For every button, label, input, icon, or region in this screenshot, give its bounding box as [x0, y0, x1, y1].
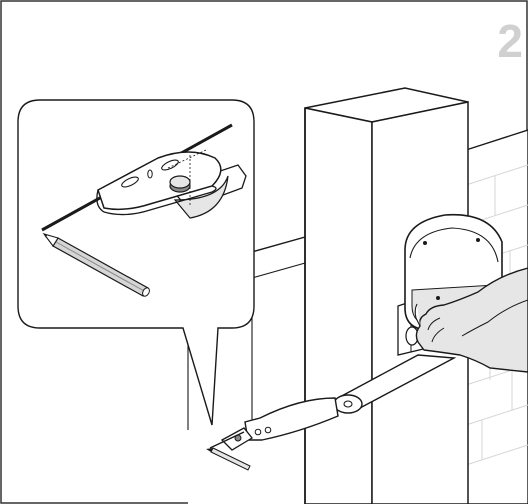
- bracket-detail: [41, 123, 247, 297]
- hand-icon: [414, 267, 528, 373]
- pencil-icon: [206, 447, 251, 471]
- step-number: 2: [497, 15, 523, 67]
- articulated-arm-icon: [244, 354, 457, 441]
- mounting-bracket-icon: [209, 427, 253, 451]
